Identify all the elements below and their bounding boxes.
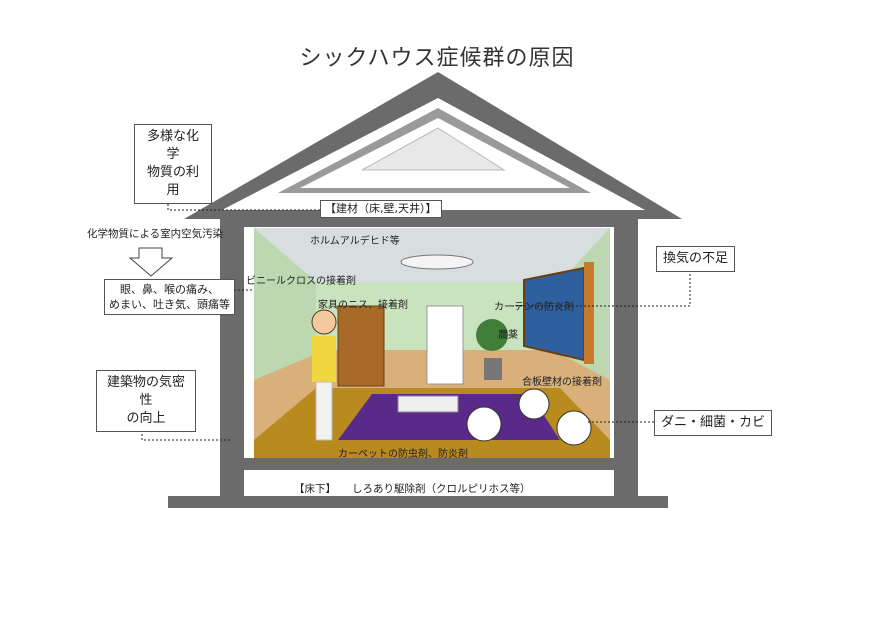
ceiling-lamp (400, 254, 474, 270)
mite-icon (466, 406, 502, 442)
ground (168, 496, 668, 508)
bacteria-icon (556, 410, 592, 446)
foundation-right (614, 486, 638, 496)
person-legs (315, 381, 333, 441)
formaldehyde-label: ホルムアルデヒド等 (310, 236, 400, 247)
window (523, 266, 585, 362)
ventilation-label: 換気の不足 (663, 251, 729, 266)
airtight-box: 建築物の気密性 の向上 (96, 370, 196, 432)
carpet-label: カーペットの防虫剤、防炎剤 (338, 449, 468, 460)
wall-right (614, 219, 638, 487)
termite-label: しろあり駆除剤（クロルピリホス等） (352, 483, 531, 495)
curtain (584, 262, 594, 364)
mites-label: ダニ・細菌・カビ (661, 415, 766, 430)
wardrobe (337, 305, 385, 387)
chem-use-box: 多様な化学 物質の利用 (134, 124, 212, 204)
plant-pot (484, 358, 502, 380)
wall-left (220, 219, 244, 487)
mite-icon (518, 388, 550, 420)
airtight-line2: の向上 (126, 411, 166, 426)
symptoms-line2: めまい、吐き気、頭痛等 (109, 298, 230, 311)
vinyl-cloth-label: ビニールクロスの接着剤 (246, 276, 356, 287)
building-materials-box: 【建材（床,壁,天井）】 (320, 200, 442, 218)
ventilation-box: 換気の不足 (656, 246, 736, 272)
door (426, 305, 464, 385)
pesticide-label: 農薬 (498, 330, 518, 341)
connector-vent (510, 274, 691, 307)
plant-leaves (476, 319, 508, 351)
foundation-left (220, 486, 244, 496)
wainscot-left (254, 354, 316, 440)
wainscot-right (560, 354, 610, 440)
floor-under-label: 【床下】 (294, 483, 336, 495)
mites-box: ダニ・細菌・カビ (654, 410, 773, 436)
rug (338, 394, 560, 440)
table (397, 395, 459, 413)
building-materials-label: 【建材（床,壁,天井）】 (325, 202, 437, 215)
chem-use-line2: 物質の利用 (146, 165, 199, 198)
plywood-label: 合板壁材の接着剤 (522, 377, 602, 388)
curtain-label: カーテンの防炎剤 (494, 302, 574, 313)
person-body (312, 336, 336, 382)
page-title: シックハウス症候群の原因 (299, 46, 575, 71)
down-arrow-icon (128, 247, 174, 277)
symptoms-box: 眼、鼻、喉の痛み、 めまい、吐き気、頭痛等 (104, 279, 235, 315)
floor-slab (220, 458, 638, 470)
attic-vent (361, 127, 506, 171)
symptoms-line1: 眼、鼻、喉の痛み、 (120, 283, 219, 296)
furniture-label: 家具のニス、接着剤 (318, 300, 408, 311)
person-head (311, 309, 337, 335)
ceiling-beam (220, 215, 638, 227)
chem-use-line1: 多様な化学 (146, 129, 199, 162)
airtight-line1: 建築物の気密性 (106, 375, 185, 408)
indoor-pollution-label: 化学物質による室内空気汚染 (87, 228, 224, 240)
